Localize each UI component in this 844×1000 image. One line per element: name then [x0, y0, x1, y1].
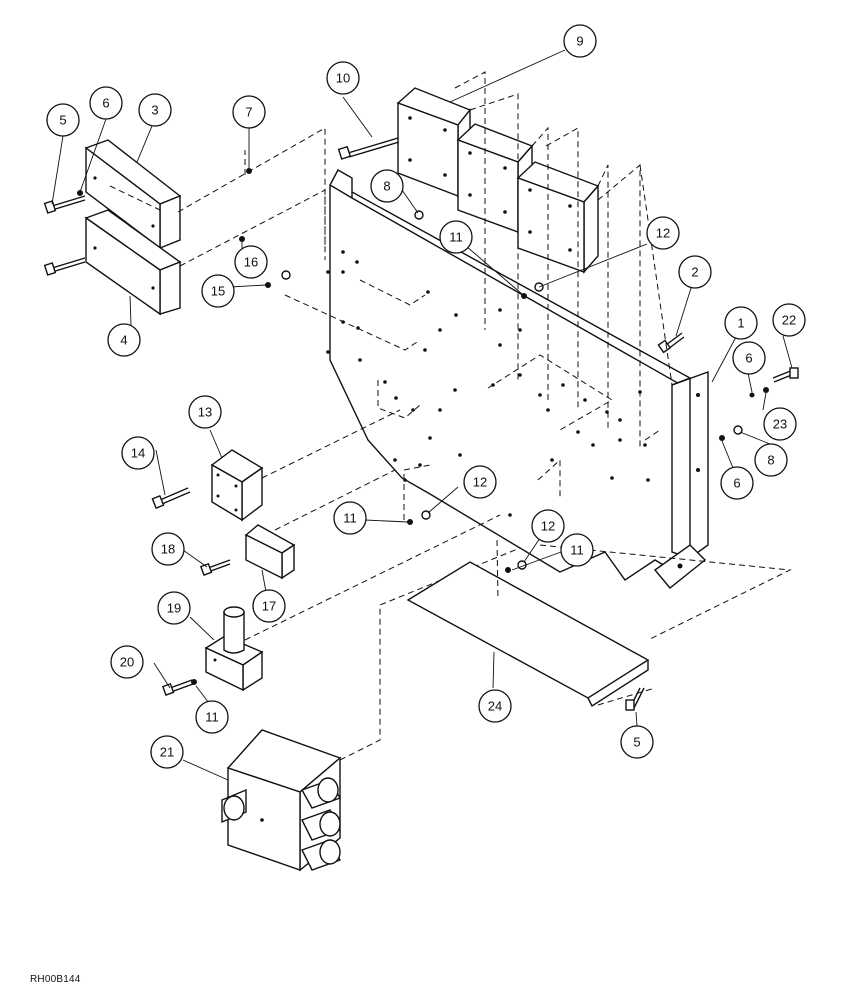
leader-lines: [51, 49, 793, 781]
callout-6b: 6: [732, 341, 766, 375]
callout-21: 21: [150, 735, 184, 769]
svg-text:11: 11: [205, 710, 219, 725]
svg-text:8: 8: [383, 179, 390, 194]
callout-9: 9: [563, 24, 597, 58]
callout-15: 15: [201, 274, 235, 308]
callout-6a: 6: [89, 86, 123, 120]
callout-17: 17: [252, 589, 286, 623]
callout-14: 14: [121, 436, 155, 470]
component-21: [221, 547, 521, 872]
fasteners: [43, 137, 799, 711]
svg-text:12: 12: [473, 475, 487, 490]
svg-text:8: 8: [767, 453, 774, 468]
svg-text:12: 12: [656, 226, 670, 241]
svg-text:21: 21: [160, 745, 174, 760]
svg-text:7: 7: [245, 105, 252, 120]
block-4: [84, 209, 182, 316]
mounting-panel: [329, 169, 709, 589]
callout-7: 7: [232, 95, 266, 129]
svg-text:24: 24: [488, 699, 502, 714]
callout-6c: 6: [720, 466, 754, 500]
svg-text:15: 15: [211, 284, 225, 299]
component-13: [210, 409, 401, 522]
callout-5b: 5: [620, 725, 654, 759]
svg-text:3: 3: [151, 103, 158, 118]
callout-5a: 5: [46, 103, 80, 137]
svg-text:4: 4: [120, 333, 127, 348]
svg-text:17: 17: [262, 599, 276, 614]
svg-text:13: 13: [198, 405, 212, 420]
cover-plate-24: [406, 544, 792, 708]
callout-12c: 12: [531, 509, 565, 543]
svg-text:5: 5: [59, 113, 66, 128]
plate-holes: [326, 250, 650, 517]
callout-10: 10: [326, 61, 360, 95]
svg-text:5: 5: [633, 735, 640, 750]
svg-text:9: 9: [576, 34, 583, 49]
callout-13: 13: [188, 395, 222, 429]
component-17: [244, 469, 396, 580]
callout-1: 1: [724, 306, 758, 340]
svg-text:11: 11: [449, 230, 463, 245]
svg-text:16: 16: [244, 255, 258, 270]
relay-box-3: [516, 161, 600, 274]
callout-8b: 8: [754, 443, 788, 477]
callout-19: 19: [157, 591, 191, 625]
callout-8a: 8: [370, 169, 404, 203]
callout-22: 22: [772, 303, 806, 337]
callout-2: 2: [678, 255, 712, 289]
svg-text:12: 12: [541, 519, 555, 534]
svg-text:19: 19: [167, 601, 181, 616]
callout-16: 16: [234, 245, 268, 279]
svg-text:1: 1: [737, 316, 744, 331]
callout-11b: 11: [333, 501, 367, 535]
svg-text:11: 11: [570, 543, 584, 558]
svg-text:22: 22: [782, 313, 796, 328]
callout-20: 20: [110, 645, 144, 679]
drawing-reference-code: RH00B144: [30, 974, 81, 985]
block-3: [84, 139, 182, 250]
svg-text:14: 14: [131, 446, 145, 461]
svg-text:6: 6: [745, 351, 752, 366]
svg-text:2: 2: [691, 265, 698, 280]
callout-24: 24: [478, 689, 512, 723]
component-19: [204, 514, 501, 692]
svg-text:10: 10: [336, 71, 350, 86]
callout-12b: 12: [463, 465, 497, 499]
callout-18: 18: [151, 532, 185, 566]
callout-4: 4: [107, 323, 141, 357]
callout-3: 3: [138, 93, 172, 127]
callout-11d: 11: [195, 700, 229, 734]
plate-guide-lines: [284, 164, 673, 601]
svg-text:11: 11: [343, 511, 357, 526]
callout-11a: 11: [439, 220, 473, 254]
svg-text:18: 18: [161, 542, 175, 557]
callout-11c: 11: [560, 533, 594, 567]
svg-text:6: 6: [733, 476, 740, 491]
svg-text:23: 23: [773, 417, 787, 432]
block-projection-lines: [109, 127, 326, 267]
svg-text:6: 6: [102, 96, 109, 111]
svg-text:20: 20: [120, 655, 134, 670]
callout-12a: 12: [646, 216, 680, 250]
callout-23: 23: [763, 407, 797, 441]
